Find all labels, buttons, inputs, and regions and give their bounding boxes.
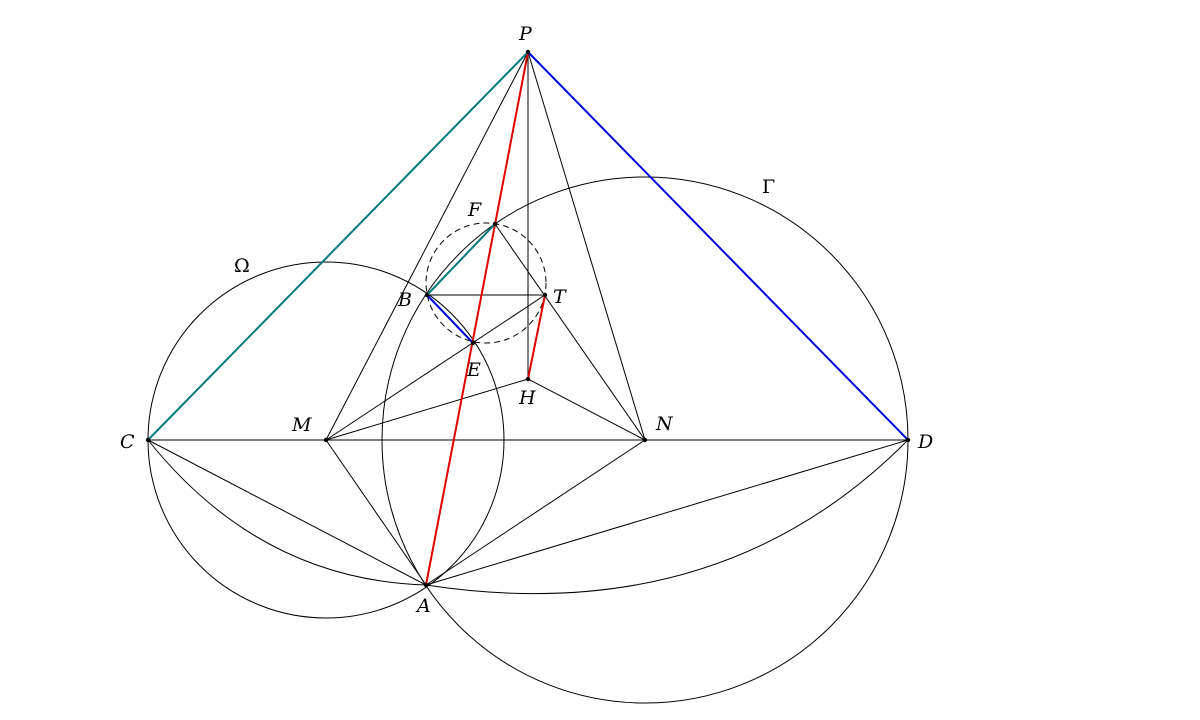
point-T	[542, 292, 548, 298]
label-A: A	[415, 595, 431, 617]
point-A	[423, 582, 429, 588]
segment-C-A	[147, 439, 427, 586]
segment-P-C	[147, 51, 529, 441]
point-P	[525, 49, 531, 55]
point-H	[525, 376, 531, 382]
segment-P-A	[425, 51, 529, 586]
circle-dashed-BFT	[425, 222, 547, 344]
segment-M-A	[325, 439, 427, 586]
label-H: H	[518, 387, 536, 409]
label-F: F	[467, 199, 482, 221]
label-M: M	[291, 414, 312, 436]
label-C: C	[120, 431, 135, 453]
point-C	[145, 437, 151, 443]
segment-M-H	[325, 378, 529, 441]
point-B	[424, 292, 430, 298]
segment-F-N	[494, 223, 646, 441]
label-D: D	[917, 431, 933, 453]
point-N	[642, 437, 648, 443]
point-E	[470, 340, 476, 346]
point-F	[492, 221, 498, 227]
label-B: B	[397, 289, 412, 311]
label-T: T	[553, 286, 567, 308]
segment-P-N	[527, 51, 646, 441]
segment-P-M	[325, 51, 529, 441]
arc-C-A	[147, 439, 427, 586]
segment-M-T	[325, 294, 546, 441]
segment-B-F	[426, 223, 496, 296]
point-D	[905, 437, 911, 443]
segment-T-H	[527, 294, 546, 380]
label-P: P	[518, 23, 533, 45]
point-M	[323, 437, 329, 443]
segment-P-D	[527, 51, 909, 441]
segment-H-N	[527, 378, 646, 441]
label-omega-circle: Ω	[234, 255, 250, 277]
arc-A-D	[425, 439, 909, 595]
segment-D-A	[425, 439, 909, 586]
label-E: E	[466, 359, 481, 381]
segment-B-E	[426, 294, 474, 344]
label-gamma-circle: Γ	[762, 176, 775, 198]
label-N: N	[655, 413, 674, 435]
segment-N-A	[425, 439, 646, 586]
